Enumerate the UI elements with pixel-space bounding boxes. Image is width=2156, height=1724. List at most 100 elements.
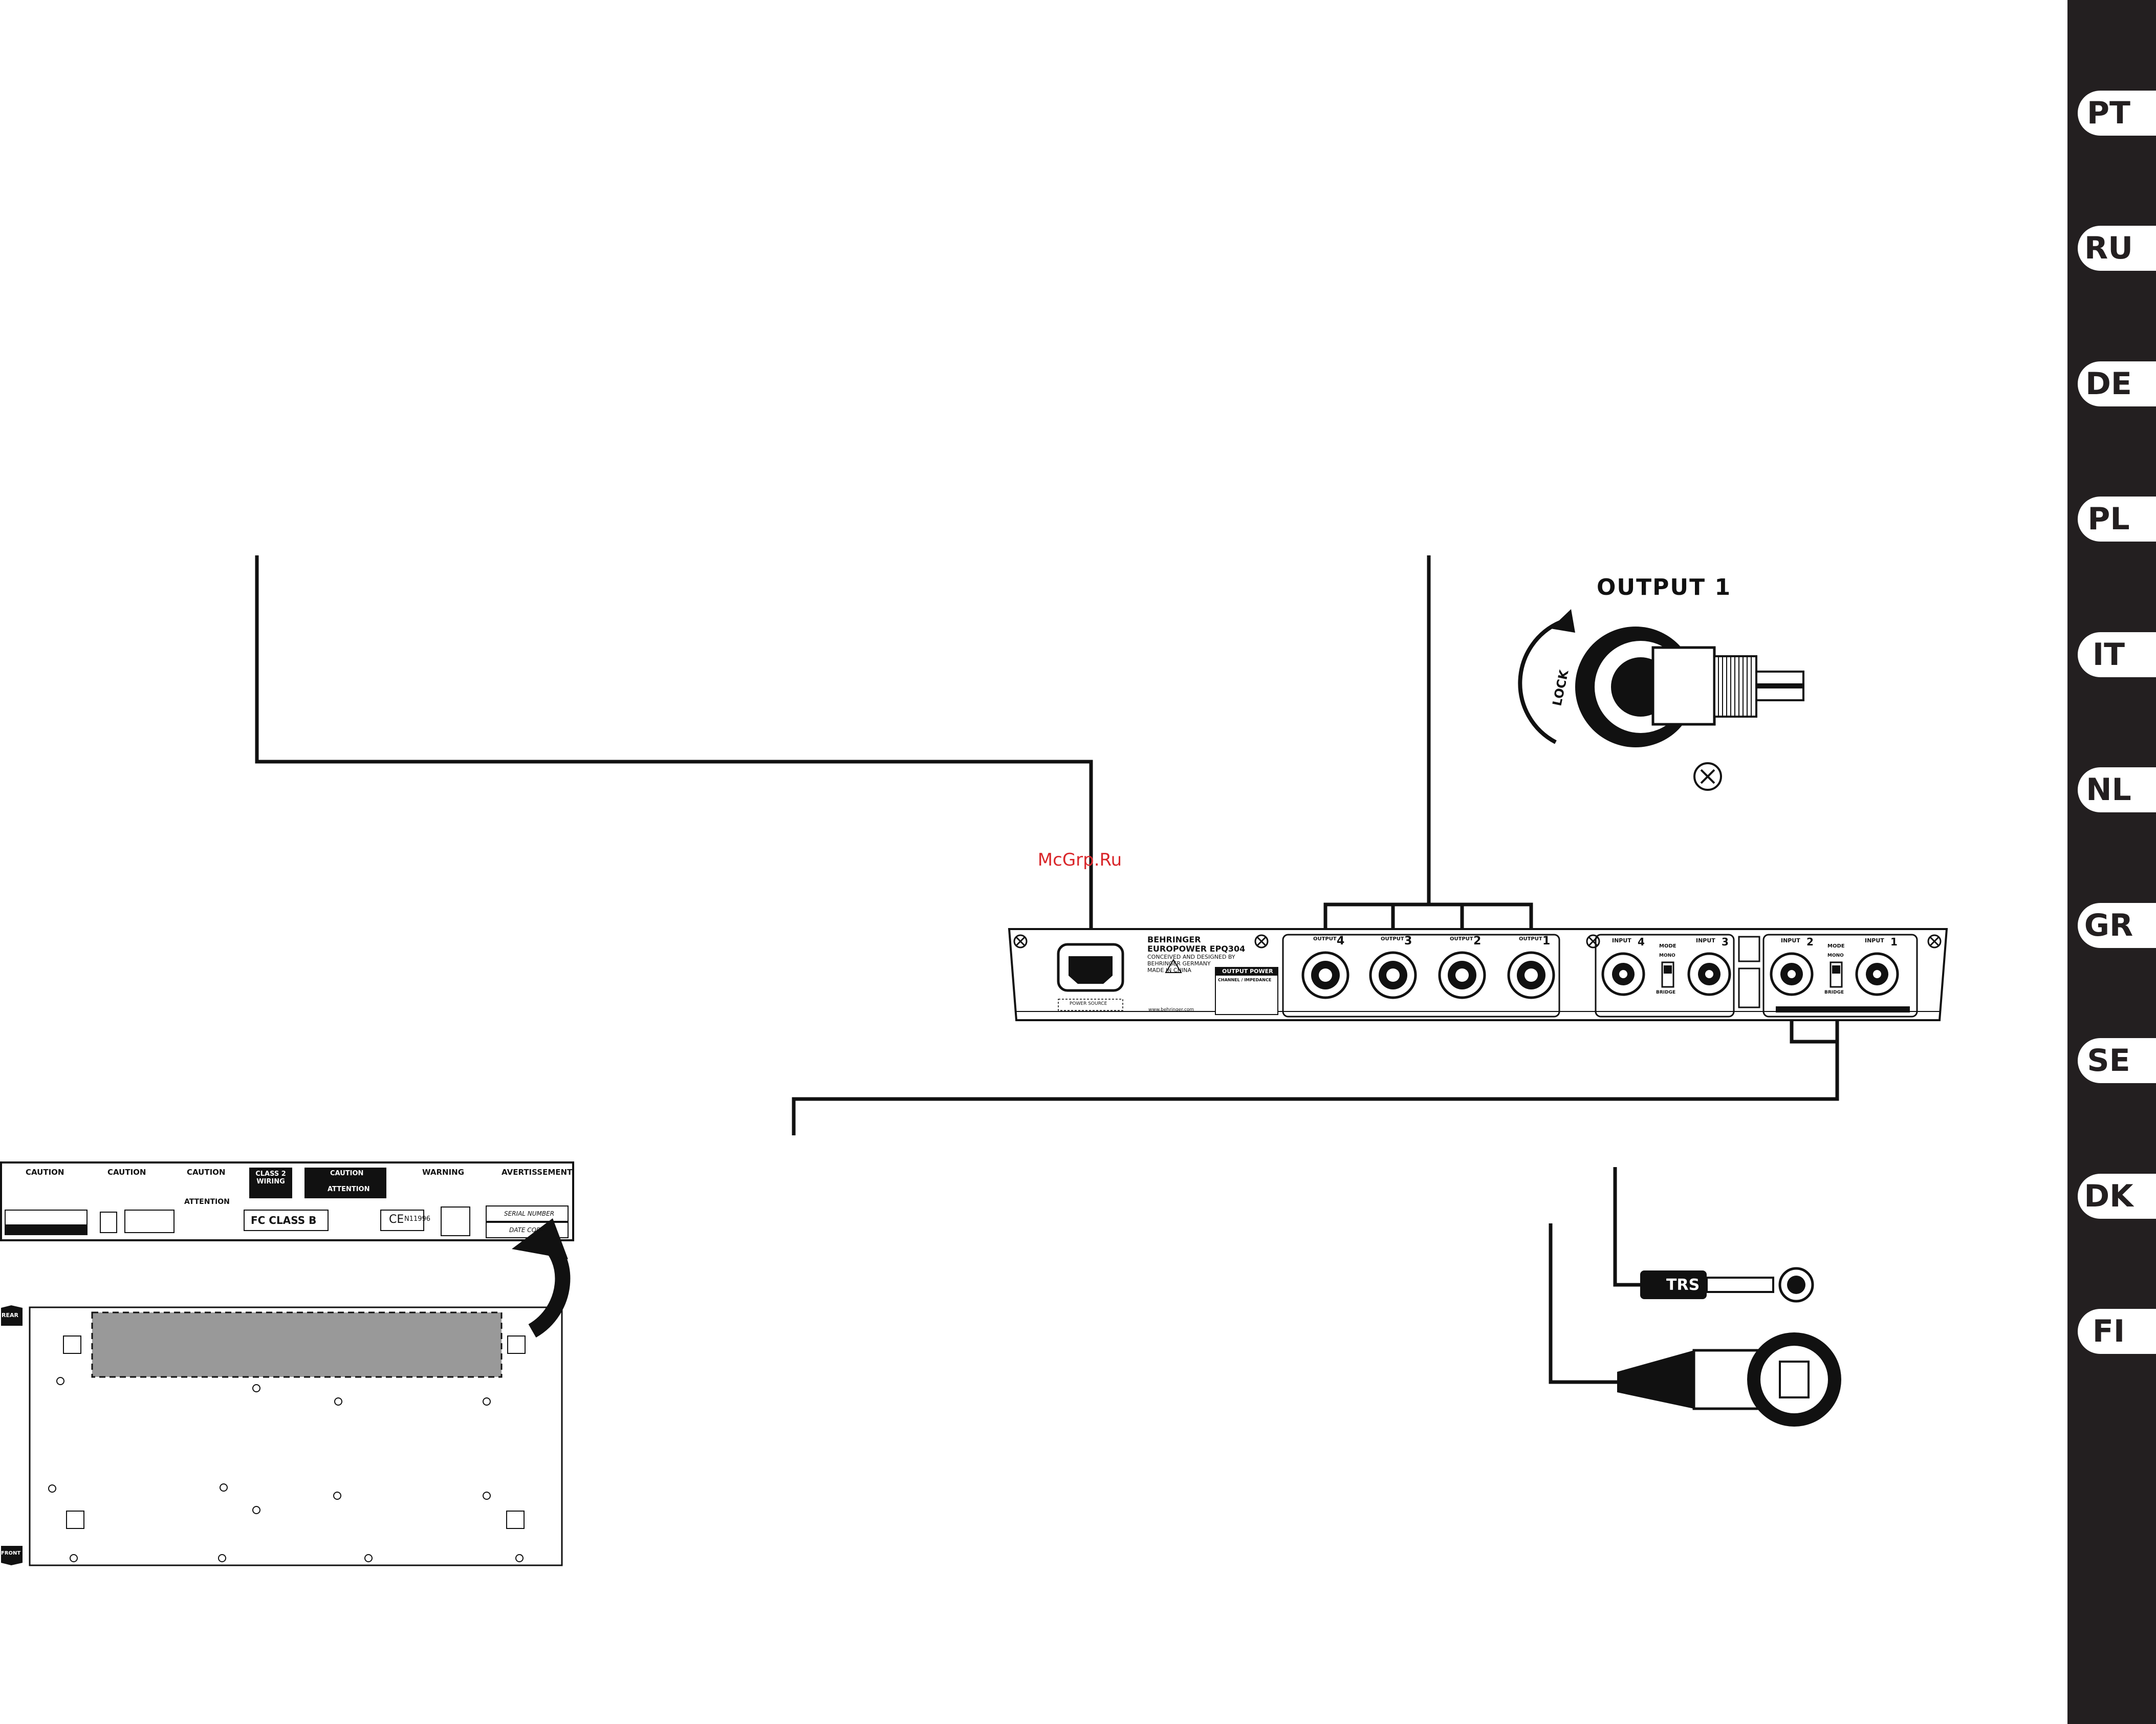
mode-switch-1-2-lever [1832,965,1840,974]
output-2-number: 2 [1473,935,1482,947]
language-tab-se[interactable]: SE [2078,1038,2156,1083]
output-power-title: OUTPUT POWER [1222,968,1273,975]
language-tab-it[interactable]: IT [2078,632,2156,677]
language-tab-nl[interactable]: NL [2078,767,2156,812]
output-4-number: 4 [1337,935,1345,947]
data-block-dark [5,1224,87,1235]
output-power-title-bar [1215,967,1278,976]
input-1-number: 1 [1890,936,1898,948]
combo-input-jack-4 [1601,952,1645,996]
bridge-label-1-2: BRIDGE [1824,990,1844,995]
power-cable [255,555,1093,950]
xlr-cable [1549,1223,1617,1384]
caution-badge [304,1168,386,1198]
input-2-label: INPUT [1781,937,1800,944]
language-tab-de[interactable]: DE [2078,361,2156,406]
curved-arrow-head [512,1218,568,1259]
front-badge-icon [1,1546,23,1565]
amp-model: EUROPOWER EPQ304 [1147,944,1246,954]
amplifier-rear-panel [1008,928,1948,1021]
input-impedance-strip [1776,1006,1910,1012]
ps-mark-box [441,1206,470,1236]
language-tab-pt[interactable]: PT [2078,91,2156,136]
serial-number-label: SERIAL NUMBER [504,1210,555,1217]
xlr-plug-strain-relief [1617,1350,1694,1409]
watermark: McGrp.Ru [1037,850,1122,870]
output-3-number: 3 [1404,935,1412,947]
front-badge-label: FRONT [1,1550,21,1556]
chassis-holes [48,1335,526,1562]
bridge-label-3-4: BRIDGE [1656,990,1676,995]
ce-mark: CE [389,1213,404,1226]
amp-brand: BEHRINGER [1147,935,1201,944]
caution-heading-2: CAUTION [107,1168,146,1177]
mode-switch-3-4-lever [1664,965,1672,974]
attention-heading-1: ATTENTION [184,1198,230,1206]
mono-label-1-2: MONO [1827,953,1844,958]
xlr-plug [1549,1223,1841,1427]
speakon-jack-2 [1438,951,1486,999]
amp-designed-2: BEHRINGER GERMANY [1147,960,1211,967]
chassis-top-view [1,1218,571,1566]
screw-icon [1013,934,1942,949]
ce-box [380,1210,424,1231]
n-mark: N11996 [404,1215,431,1223]
power-inlet-label-box [1058,999,1123,1011]
class2-wiring-label: CLASS 2 WIRING [255,1170,286,1186]
mode-label-1-2: MODE [1827,943,1845,949]
language-tab-ru[interactable]: RU [2078,226,2156,271]
fcc-class-b-label: FC CLASS B [251,1214,317,1226]
output-1-number: 1 [1542,935,1551,947]
language-tab-pl[interactable]: PL [2078,497,2156,542]
caution-heading-3: CAUTION [187,1168,226,1177]
speakon-jack-4 [1301,951,1349,999]
screw-icon [1693,762,1722,791]
language-tab-dk[interactable]: DK [2078,1174,2156,1219]
lock-arrowhead-icon [1551,609,1575,633]
combo-input-jack-1 [1855,952,1899,996]
speakon-jack-1 [1507,951,1555,999]
limiter-switch-a [1738,936,1760,962]
trs-label: TRS [1666,1276,1700,1294]
avertissement-heading: AVERTISSEMENT [502,1168,573,1177]
language-tab-bar [2067,0,2156,1724]
trs-plug-tip [1706,1277,1774,1293]
mode-label-3-4: MODE [1659,943,1676,949]
fcc-box [244,1210,329,1231]
input-cable [792,998,1839,1135]
output-3-label: OUTPUT [1381,936,1404,942]
limiter-switch-b [1738,967,1760,1008]
iec-socket-icon [1069,956,1113,984]
amp-website: www.behringer.com [1148,1007,1194,1012]
language-tab-gr[interactable]: GR [2078,903,2156,948]
trs-plug [1613,1167,1814,1303]
trs-tip-core [1787,1276,1805,1294]
speakon-plug-detail [1518,609,1804,791]
language-tab-fi[interactable]: FI [2078,1309,2156,1354]
weee-icon [100,1212,117,1233]
label-placement-area [91,1311,503,1378]
amp-designed: CONCEIVED AND DESIGNED BY [1147,954,1235,960]
speakon-plug-body [1651,646,1716,726]
speakon-plug-grip-ridges [1718,656,1752,717]
date-code-label: DATE CODE [509,1226,545,1234]
output-1-label: OUTPUT [1519,936,1542,942]
caution-heading-4: CAUTION [330,1170,364,1177]
input-2-number: 2 [1806,936,1814,948]
input-1-label: INPUT [1865,937,1884,944]
serial-number-box [486,1205,569,1222]
output-2-label: OUTPUT [1450,936,1473,942]
speakon-jack-3 [1369,951,1417,999]
input-3-number: 3 [1722,936,1729,948]
trs-plug-body [1640,1270,1707,1299]
input-4-number: 4 [1638,936,1645,948]
attention-heading-2: ATTENTION [328,1186,370,1193]
speaker-output-group [1282,934,1560,1018]
rear-badge-icon [1,1305,23,1326]
combo-input-jack-3 [1687,952,1731,996]
lock-arrow-icon [1518,620,1562,744]
output-power-subtitle: CHANNEL / IMPEDANCE [1218,978,1272,982]
amp-made-in: MADE IN CHINA [1147,967,1191,974]
